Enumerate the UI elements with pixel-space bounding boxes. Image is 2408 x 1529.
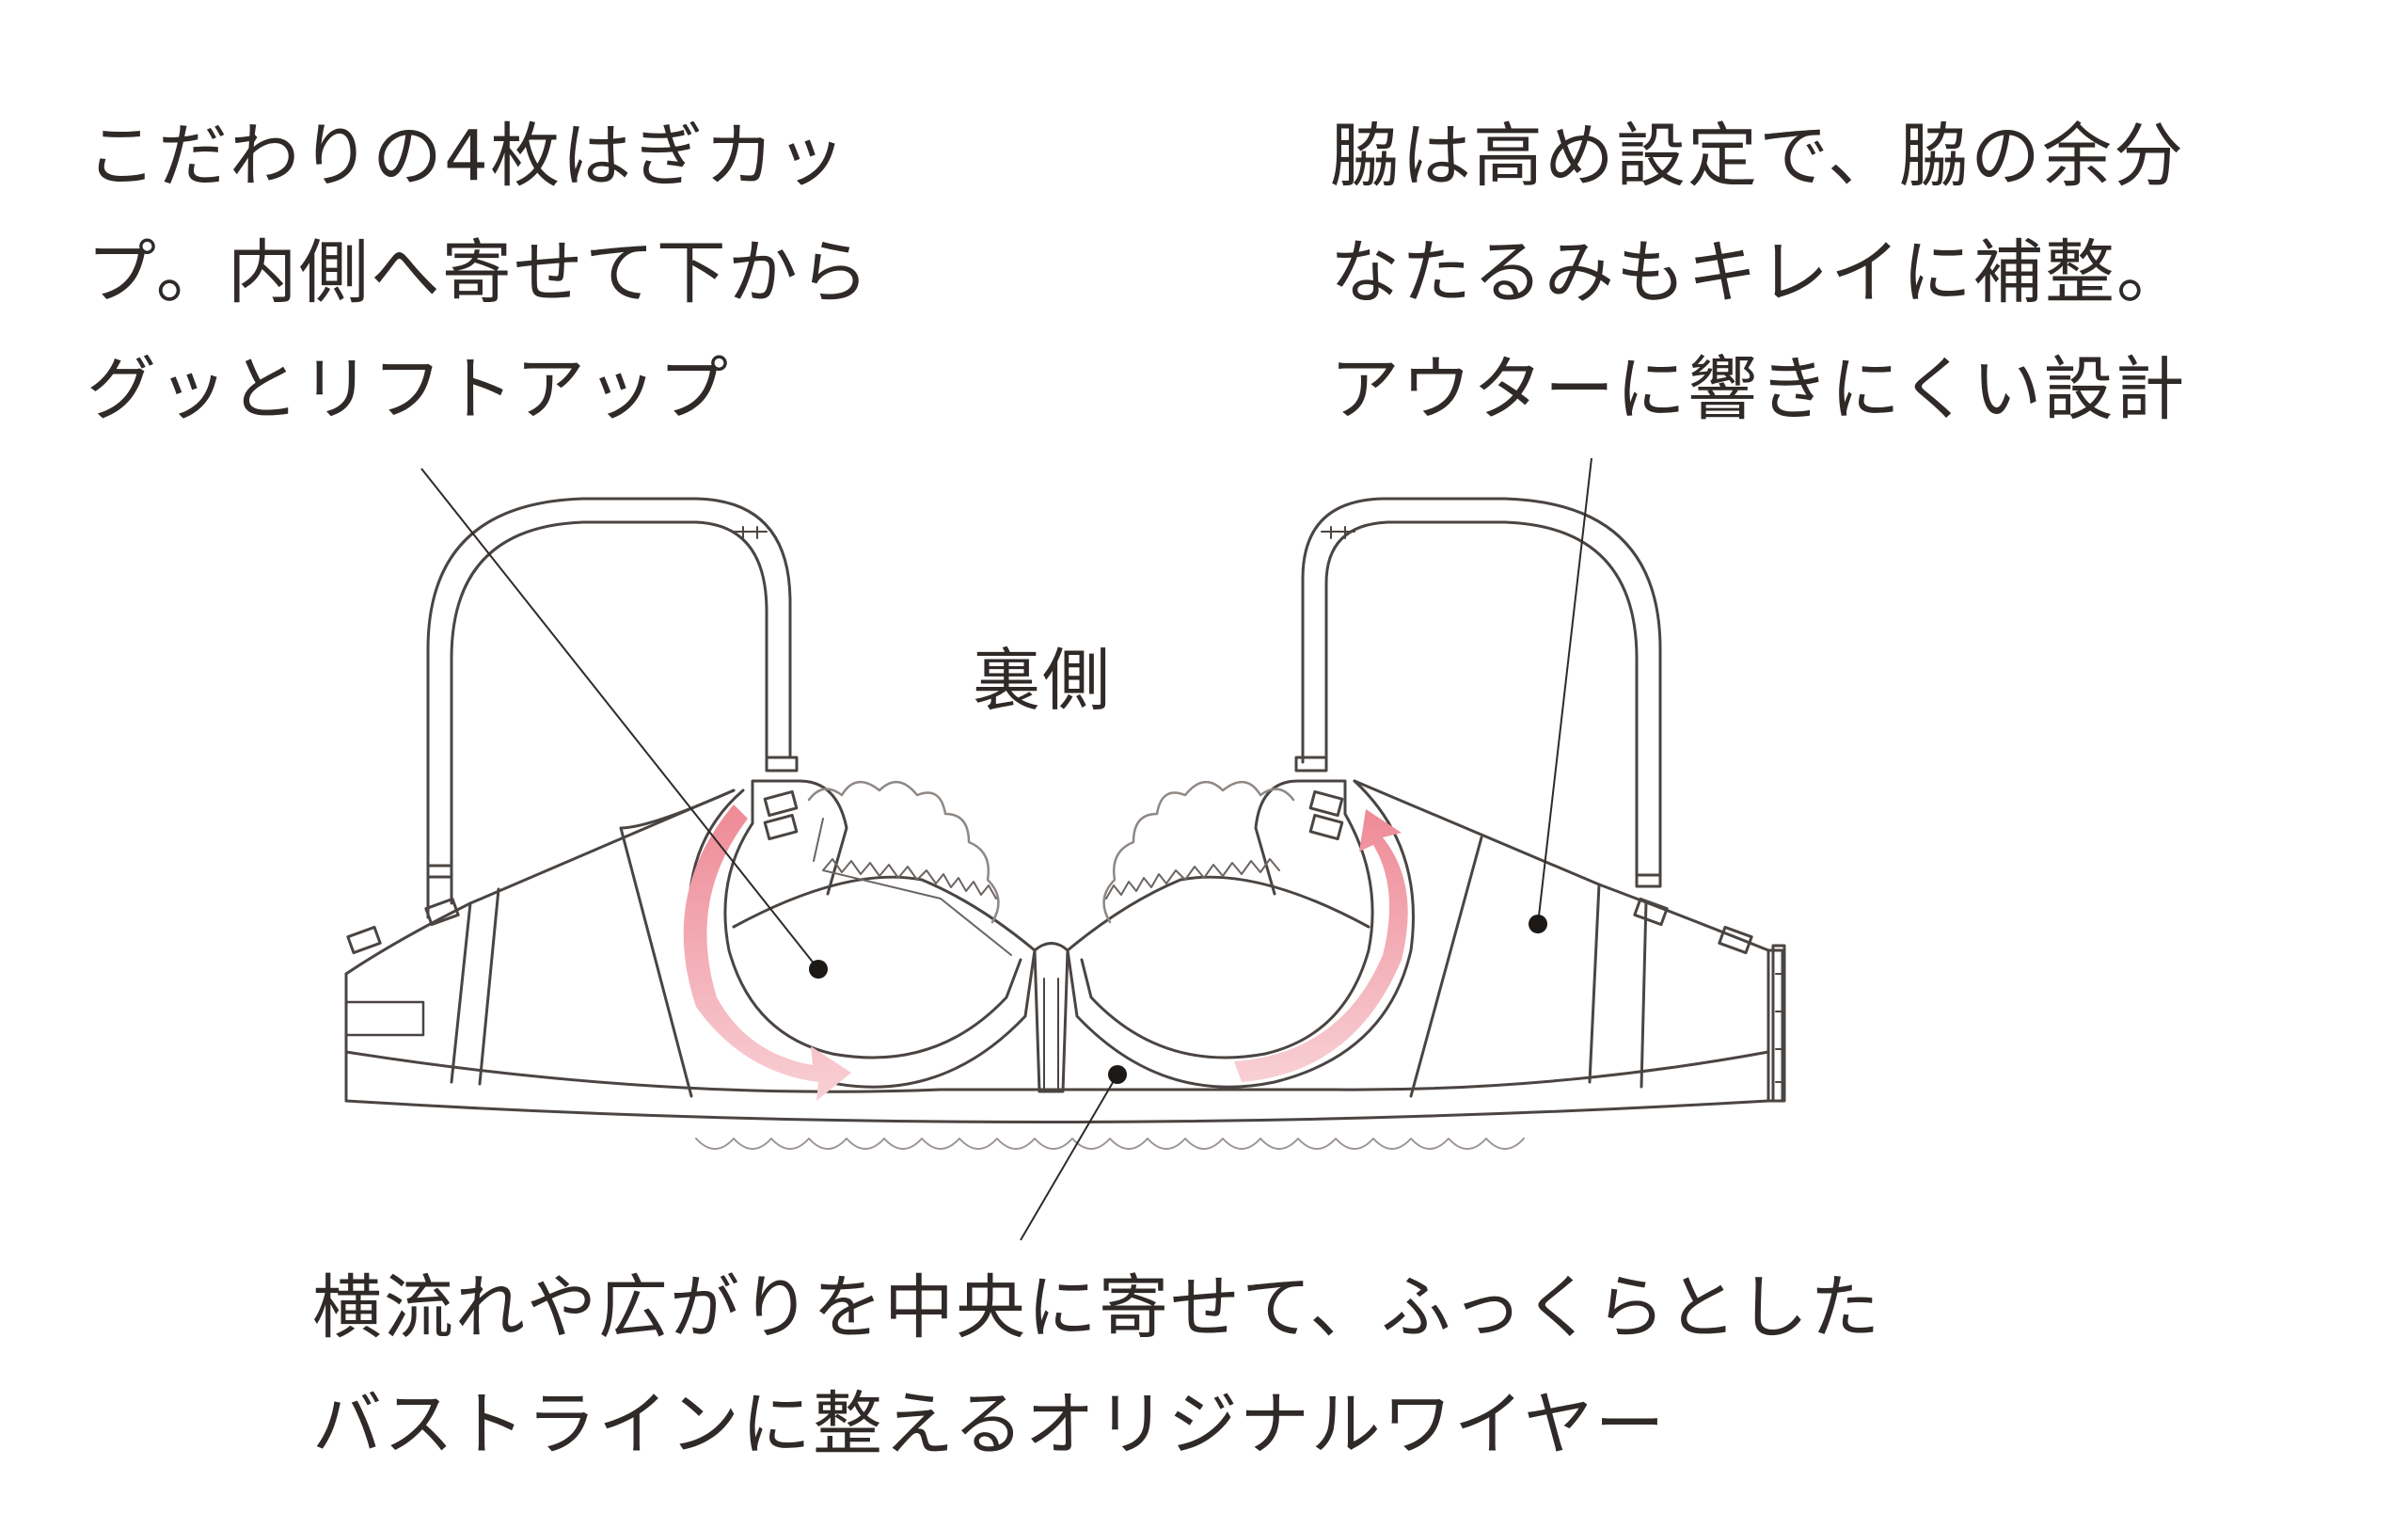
callout-high-side: 脇は高め設定で、脇の余分 なたるみもキレイに補整。 アウターに響きにくい設計 (1330, 98, 2188, 448)
callout-original-wire: 横流れや広がりを中央に寄せて、ふっくらとした バストラインに整えるオリジナルワイ… (312, 1250, 1881, 1483)
right-strap (1301, 497, 1662, 882)
right-wing (1353, 779, 1770, 1103)
leader-dot-top-right (1529, 915, 1547, 933)
left-cup-inner (723, 821, 1022, 1059)
left-curved-arrow (683, 804, 851, 1101)
callout-line: なたるみもキレイに補整。 (1330, 232, 2188, 313)
callout-line: 脇は高め設定で、脇の余分 (1330, 116, 2186, 197)
bottom-lace-trim (695, 1138, 1525, 1150)
callout-line: こだわりの4枚はぎカッ (87, 116, 848, 197)
center-gore (1033, 942, 1069, 1093)
right-cup-inner (1080, 812, 1374, 1059)
leader-dot-bottom (1108, 1065, 1127, 1084)
leader-dot-top-left (809, 960, 828, 979)
left-strap (426, 497, 792, 919)
callout-line: グッとリフトアップ (87, 349, 730, 430)
back-side-label: 裏側 (973, 641, 1113, 720)
right-cup-outer (1066, 779, 1415, 1089)
leader-top-right (1537, 457, 1592, 925)
callout-line: 横流れや広がりを中央に寄せて、ふっくらとした (312, 1267, 1882, 1348)
right-curved-arrow (1234, 809, 1408, 1082)
callout-line: プ。内側へ寄せて下から (87, 232, 871, 313)
underband (344, 1099, 1770, 1123)
lift-arrows (683, 804, 1408, 1101)
leader-bottom (1020, 1074, 1118, 1241)
callout-line: アウターに響きにくい設計 (1330, 349, 2187, 430)
callout-line: バストラインに整えるオリジナルワイヤー (312, 1384, 1667, 1465)
leader-top-left (420, 468, 819, 970)
callout-four-panel-cup: こだわりの4枚はぎカッ プ。内側へ寄せて下から グッとリフトアップ (87, 98, 871, 448)
